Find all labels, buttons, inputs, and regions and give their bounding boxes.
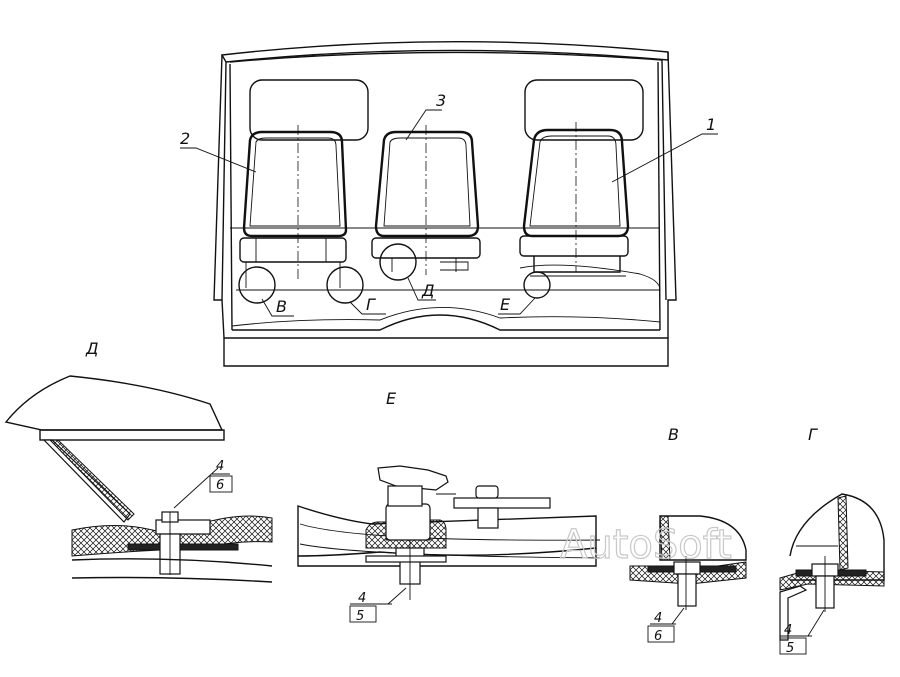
detail-d-title: Д	[85, 339, 99, 358]
detail-circle-g	[326, 266, 364, 304]
detail-d-item-bottom: 6	[216, 478, 224, 493]
detail-e-item-top: 4	[358, 591, 366, 606]
detail-e	[297, 465, 601, 623]
detail-v	[629, 515, 747, 643]
detail-e-title: Е	[386, 389, 397, 408]
detail-d	[4, 375, 273, 583]
detail-circle-e	[523, 271, 551, 299]
label-seat-left: 2	[180, 129, 190, 148]
detail-v-item-top: 4	[654, 611, 662, 626]
watermark: AutoSoft	[560, 522, 732, 568]
detail-e-item-bottom: 5	[356, 609, 364, 624]
label-callout-g: Г	[366, 295, 376, 314]
detail-g-item-top: 4	[784, 623, 792, 638]
label-callout-v: В	[276, 297, 287, 316]
cabin-view	[180, 41, 718, 367]
detail-circle-v	[238, 266, 276, 304]
seat-left	[239, 125, 348, 288]
label-seat-right: 1	[706, 115, 716, 134]
detail-v-item-bottom: 6	[654, 629, 662, 644]
detail-g	[779, 493, 885, 655]
label-seat-center: 3	[436, 91, 446, 110]
seat-center	[371, 125, 481, 275]
label-callout-e: Е	[500, 295, 511, 314]
label-callout-d: Д	[421, 281, 435, 300]
detail-g-title: Г	[808, 425, 818, 444]
detail-d-item-top: 4	[216, 459, 224, 474]
detail-circle-d	[379, 243, 417, 281]
seat-right	[519, 122, 661, 291]
detail-g-item-bottom: 5	[786, 641, 794, 656]
detail-v-title: В	[668, 425, 679, 444]
